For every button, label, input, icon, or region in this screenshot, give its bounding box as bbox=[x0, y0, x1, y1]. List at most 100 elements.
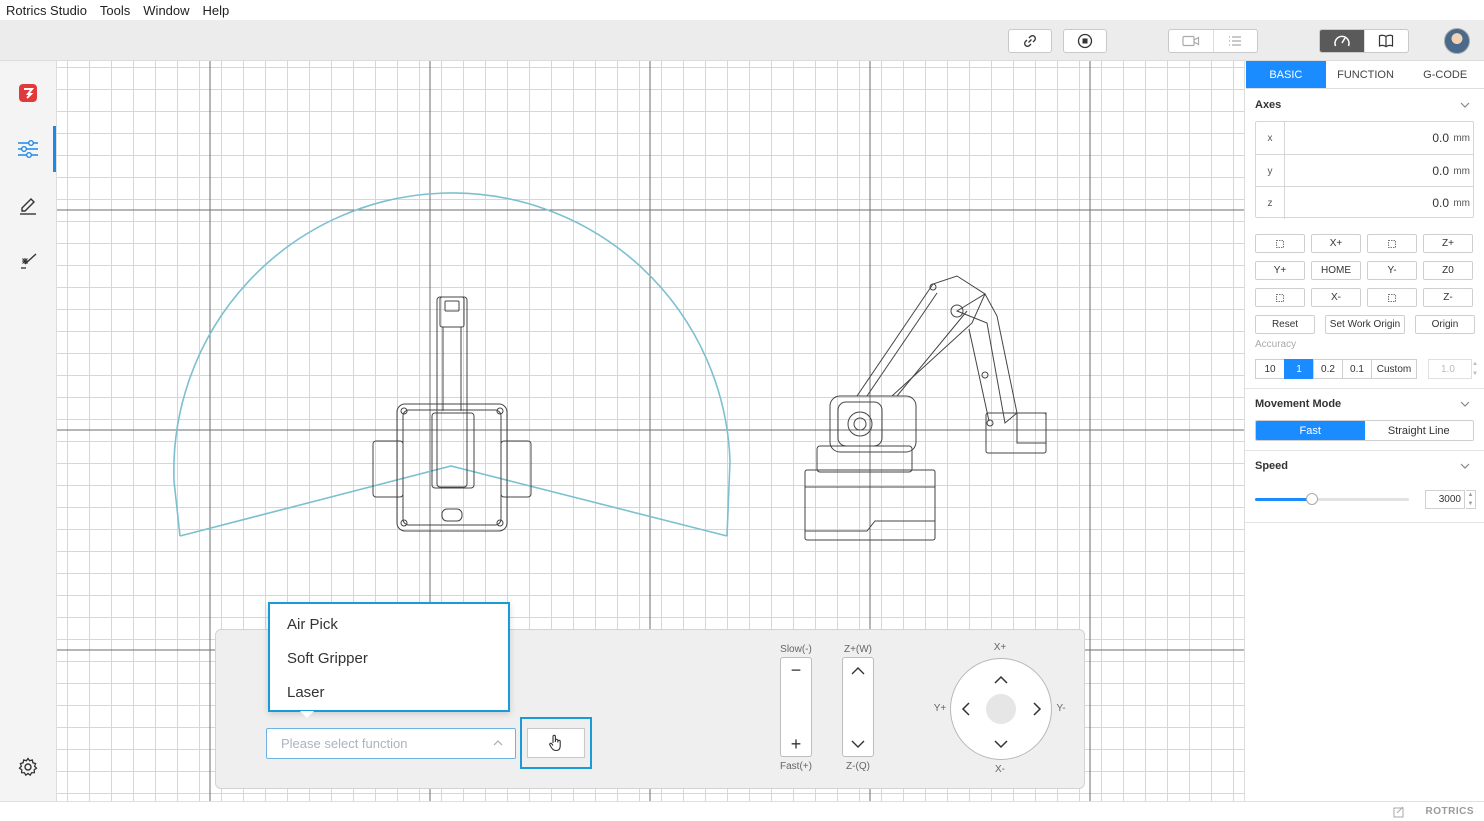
accuracy-spinner[interactable]: ▲▼ bbox=[1472, 361, 1478, 377]
menu-app[interactable]: Rotrics Studio bbox=[6, 2, 87, 18]
xy-joystick[interactable] bbox=[950, 658, 1052, 760]
axis-label: z bbox=[1256, 187, 1285, 219]
accuracy-option-10[interactable]: 10 bbox=[1255, 359, 1285, 379]
function-option-air-pick[interactable]: Air Pick bbox=[287, 616, 338, 633]
joy-knob[interactable] bbox=[986, 694, 1016, 724]
speed-decrease-button[interactable]: − bbox=[790, 659, 802, 680]
joy-yplus-label: Y+ bbox=[933, 703, 947, 714]
camera-button[interactable] bbox=[1169, 30, 1213, 52]
record-button[interactable] bbox=[1063, 29, 1107, 53]
jog-xminus-button[interactable]: X- bbox=[1311, 288, 1361, 307]
axis-row-x: x 0.0 mm bbox=[1256, 122, 1473, 154]
jog-z0-button[interactable]: Z0 bbox=[1423, 261, 1473, 280]
function-trigger-button[interactable] bbox=[527, 728, 585, 758]
divider bbox=[1245, 388, 1484, 389]
jog-corner-xplus-yminus[interactable] bbox=[1367, 234, 1417, 253]
origin-button[interactable]: Origin bbox=[1415, 315, 1475, 334]
tab-function[interactable]: FUNCTION bbox=[1337, 68, 1394, 81]
accuracy-option-custom[interactable]: Custom bbox=[1371, 359, 1417, 379]
speed-slider-thumb[interactable] bbox=[1305, 493, 1318, 505]
rail-laser[interactable] bbox=[0, 238, 56, 284]
function-select-placeholder: Please select function bbox=[281, 736, 408, 751]
jog-zplus-button[interactable]: Z+ bbox=[1423, 234, 1473, 253]
joy-right-button[interactable] bbox=[1033, 702, 1042, 721]
speed-title: Speed bbox=[1255, 460, 1289, 472]
jog-yplus-button[interactable]: Y+ bbox=[1255, 261, 1305, 280]
joy-left-button[interactable] bbox=[961, 702, 970, 721]
speed-fast-label: Fast(+) bbox=[780, 761, 812, 772]
left-sidebar bbox=[0, 61, 57, 801]
chevron-down-icon bbox=[994, 740, 1008, 749]
z-control bbox=[842, 657, 874, 757]
menu-tools[interactable]: Tools bbox=[99, 2, 131, 18]
accuracy-option-0-1[interactable]: 0.1 bbox=[1342, 359, 1372, 379]
feedback-icon[interactable] bbox=[1393, 806, 1405, 818]
accuracy-options: 10 1 0.2 0.1 Custom bbox=[1255, 359, 1417, 379]
jog-zminus-button[interactable]: Z- bbox=[1423, 288, 1473, 307]
jog-corner-xminus-yminus[interactable] bbox=[1367, 288, 1417, 307]
tab-basic[interactable]: BASIC bbox=[1246, 61, 1326, 88]
speed-slider[interactable] bbox=[1255, 493, 1409, 505]
divider bbox=[1245, 522, 1484, 523]
function-option-laser[interactable]: Laser bbox=[287, 684, 325, 701]
sliders-icon bbox=[18, 140, 38, 158]
jog-xplus-button[interactable]: X+ bbox=[1311, 234, 1361, 253]
z-up-button[interactable] bbox=[843, 659, 873, 681]
rail-logo[interactable] bbox=[0, 70, 56, 116]
movement-fast-option[interactable]: Fast bbox=[1256, 421, 1365, 440]
axis-row-y: y 0.0 mm bbox=[1256, 154, 1473, 187]
view-toggle-group bbox=[1168, 29, 1258, 53]
chevron-up-icon bbox=[493, 740, 503, 746]
list-button[interactable] bbox=[1212, 30, 1258, 52]
guide-button[interactable] bbox=[1363, 30, 1409, 52]
settings-icon bbox=[18, 757, 38, 777]
connect-button[interactable] bbox=[1008, 29, 1052, 53]
accuracy-option-0-2[interactable]: 0.2 bbox=[1313, 359, 1343, 379]
jog-corner-xminus-yplus[interactable] bbox=[1255, 288, 1305, 307]
toolbar bbox=[0, 20, 1484, 61]
axes-title: Axes bbox=[1255, 99, 1282, 111]
reset-button[interactable]: Reset bbox=[1255, 315, 1315, 334]
menu-window[interactable]: Window bbox=[143, 2, 190, 18]
rail-settings[interactable] bbox=[0, 744, 56, 790]
chevron-left-icon bbox=[961, 702, 970, 716]
rail-control[interactable] bbox=[0, 126, 56, 172]
camera-icon bbox=[1182, 35, 1199, 47]
chevron-down-icon[interactable] bbox=[1460, 401, 1470, 407]
panel-tabs: BASIC FUNCTION G-CODE bbox=[1246, 61, 1484, 89]
corner-icon bbox=[1276, 293, 1284, 302]
axis-value-x[interactable]: 0.0 bbox=[1432, 131, 1449, 145]
z-down-button[interactable] bbox=[843, 733, 873, 755]
chevron-down-icon[interactable] bbox=[1460, 463, 1470, 469]
joy-up-button[interactable] bbox=[994, 671, 1008, 689]
rail-write[interactable] bbox=[0, 182, 56, 228]
chevron-down-icon[interactable] bbox=[1460, 102, 1470, 108]
control-mode-button[interactable] bbox=[1320, 30, 1364, 52]
axis-row-z: z 0.0 mm bbox=[1256, 186, 1473, 219]
speed-spinner[interactable]: ▲▼ bbox=[1466, 490, 1476, 509]
accuracy-custom-input[interactable]: 1.0 bbox=[1428, 359, 1472, 379]
z-up-label: Z+(W) bbox=[843, 644, 873, 655]
dropdown-pointer bbox=[300, 711, 314, 718]
hand-pointer-icon bbox=[549, 734, 561, 752]
function-option-soft-gripper[interactable]: Soft Gripper bbox=[287, 650, 368, 667]
accuracy-option-1[interactable]: 1 bbox=[1284, 359, 1314, 379]
laser-icon bbox=[21, 253, 37, 269]
menu-help[interactable]: Help bbox=[202, 2, 230, 18]
function-select[interactable]: Please select function bbox=[266, 728, 516, 759]
avatar[interactable] bbox=[1444, 28, 1470, 54]
jog-home-button[interactable]: HOME bbox=[1311, 261, 1361, 280]
accuracy-label: Accuracy bbox=[1255, 339, 1297, 350]
joy-yminus-label: Y- bbox=[1056, 703, 1066, 714]
set-work-origin-button[interactable]: Set Work Origin bbox=[1325, 315, 1405, 334]
brand-logo: ROTRICS bbox=[1425, 806, 1474, 817]
tab-gcode[interactable]: G-CODE bbox=[1423, 68, 1468, 81]
movement-straight-line-option[interactable]: Straight Line bbox=[1387, 424, 1450, 437]
axis-value-z[interactable]: 0.0 bbox=[1432, 196, 1449, 210]
joy-down-button[interactable] bbox=[994, 736, 1008, 754]
jog-corner-xplus-yplus[interactable] bbox=[1255, 234, 1305, 253]
axis-value-y[interactable]: 0.0 bbox=[1432, 164, 1449, 178]
speed-increase-button[interactable]: + bbox=[790, 733, 802, 754]
speed-input[interactable]: 3000 bbox=[1425, 490, 1465, 509]
jog-yminus-button[interactable]: Y- bbox=[1367, 261, 1417, 280]
